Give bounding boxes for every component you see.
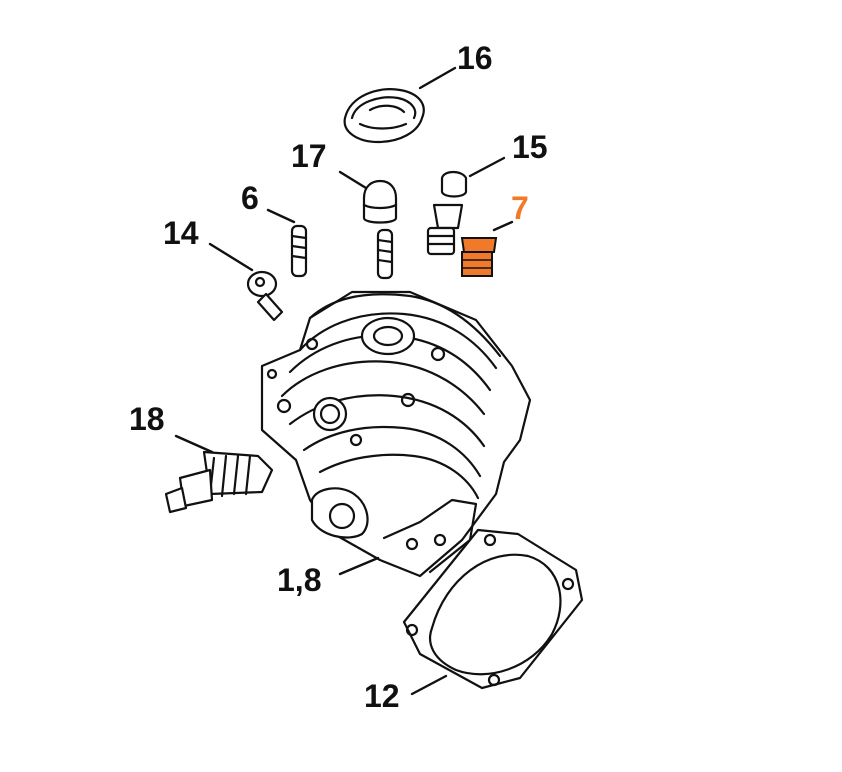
- part-15-decompression-valve[interactable]: [426, 170, 468, 256]
- leader-18: [174, 434, 214, 454]
- label-16: 16: [457, 40, 493, 76]
- part-18-spark-plug[interactable]: [164, 450, 274, 514]
- label-14: 14: [163, 215, 199, 251]
- part-6-stud[interactable]: [290, 224, 308, 278]
- leader-12: [410, 674, 448, 696]
- label-17: 17: [291, 138, 327, 174]
- part-12-gasket[interactable]: [402, 528, 584, 690]
- leader-7: [492, 220, 514, 232]
- part-14-screw[interactable]: [246, 270, 284, 322]
- label-18: 18: [129, 401, 165, 437]
- leader-6: [266, 208, 296, 224]
- label-7: 7: [511, 190, 529, 226]
- part-17-valve-cap[interactable]: [362, 179, 398, 224]
- leader-16: [418, 66, 457, 90]
- part-16-cap[interactable]: [343, 88, 425, 144]
- part-7-plug-highlighted[interactable]: [460, 237, 498, 277]
- leader-17: [338, 170, 368, 190]
- label-15: 15: [512, 129, 548, 165]
- label-6: 6: [241, 180, 259, 216]
- leader-1-8: [338, 556, 380, 576]
- label-12: 12: [364, 678, 400, 714]
- part-1-8-cylinder[interactable]: [260, 290, 532, 578]
- leader-14: [208, 242, 254, 272]
- part-17-stud[interactable]: [376, 228, 394, 280]
- leader-15: [468, 156, 506, 178]
- label-1-8: 1,8: [277, 562, 322, 598]
